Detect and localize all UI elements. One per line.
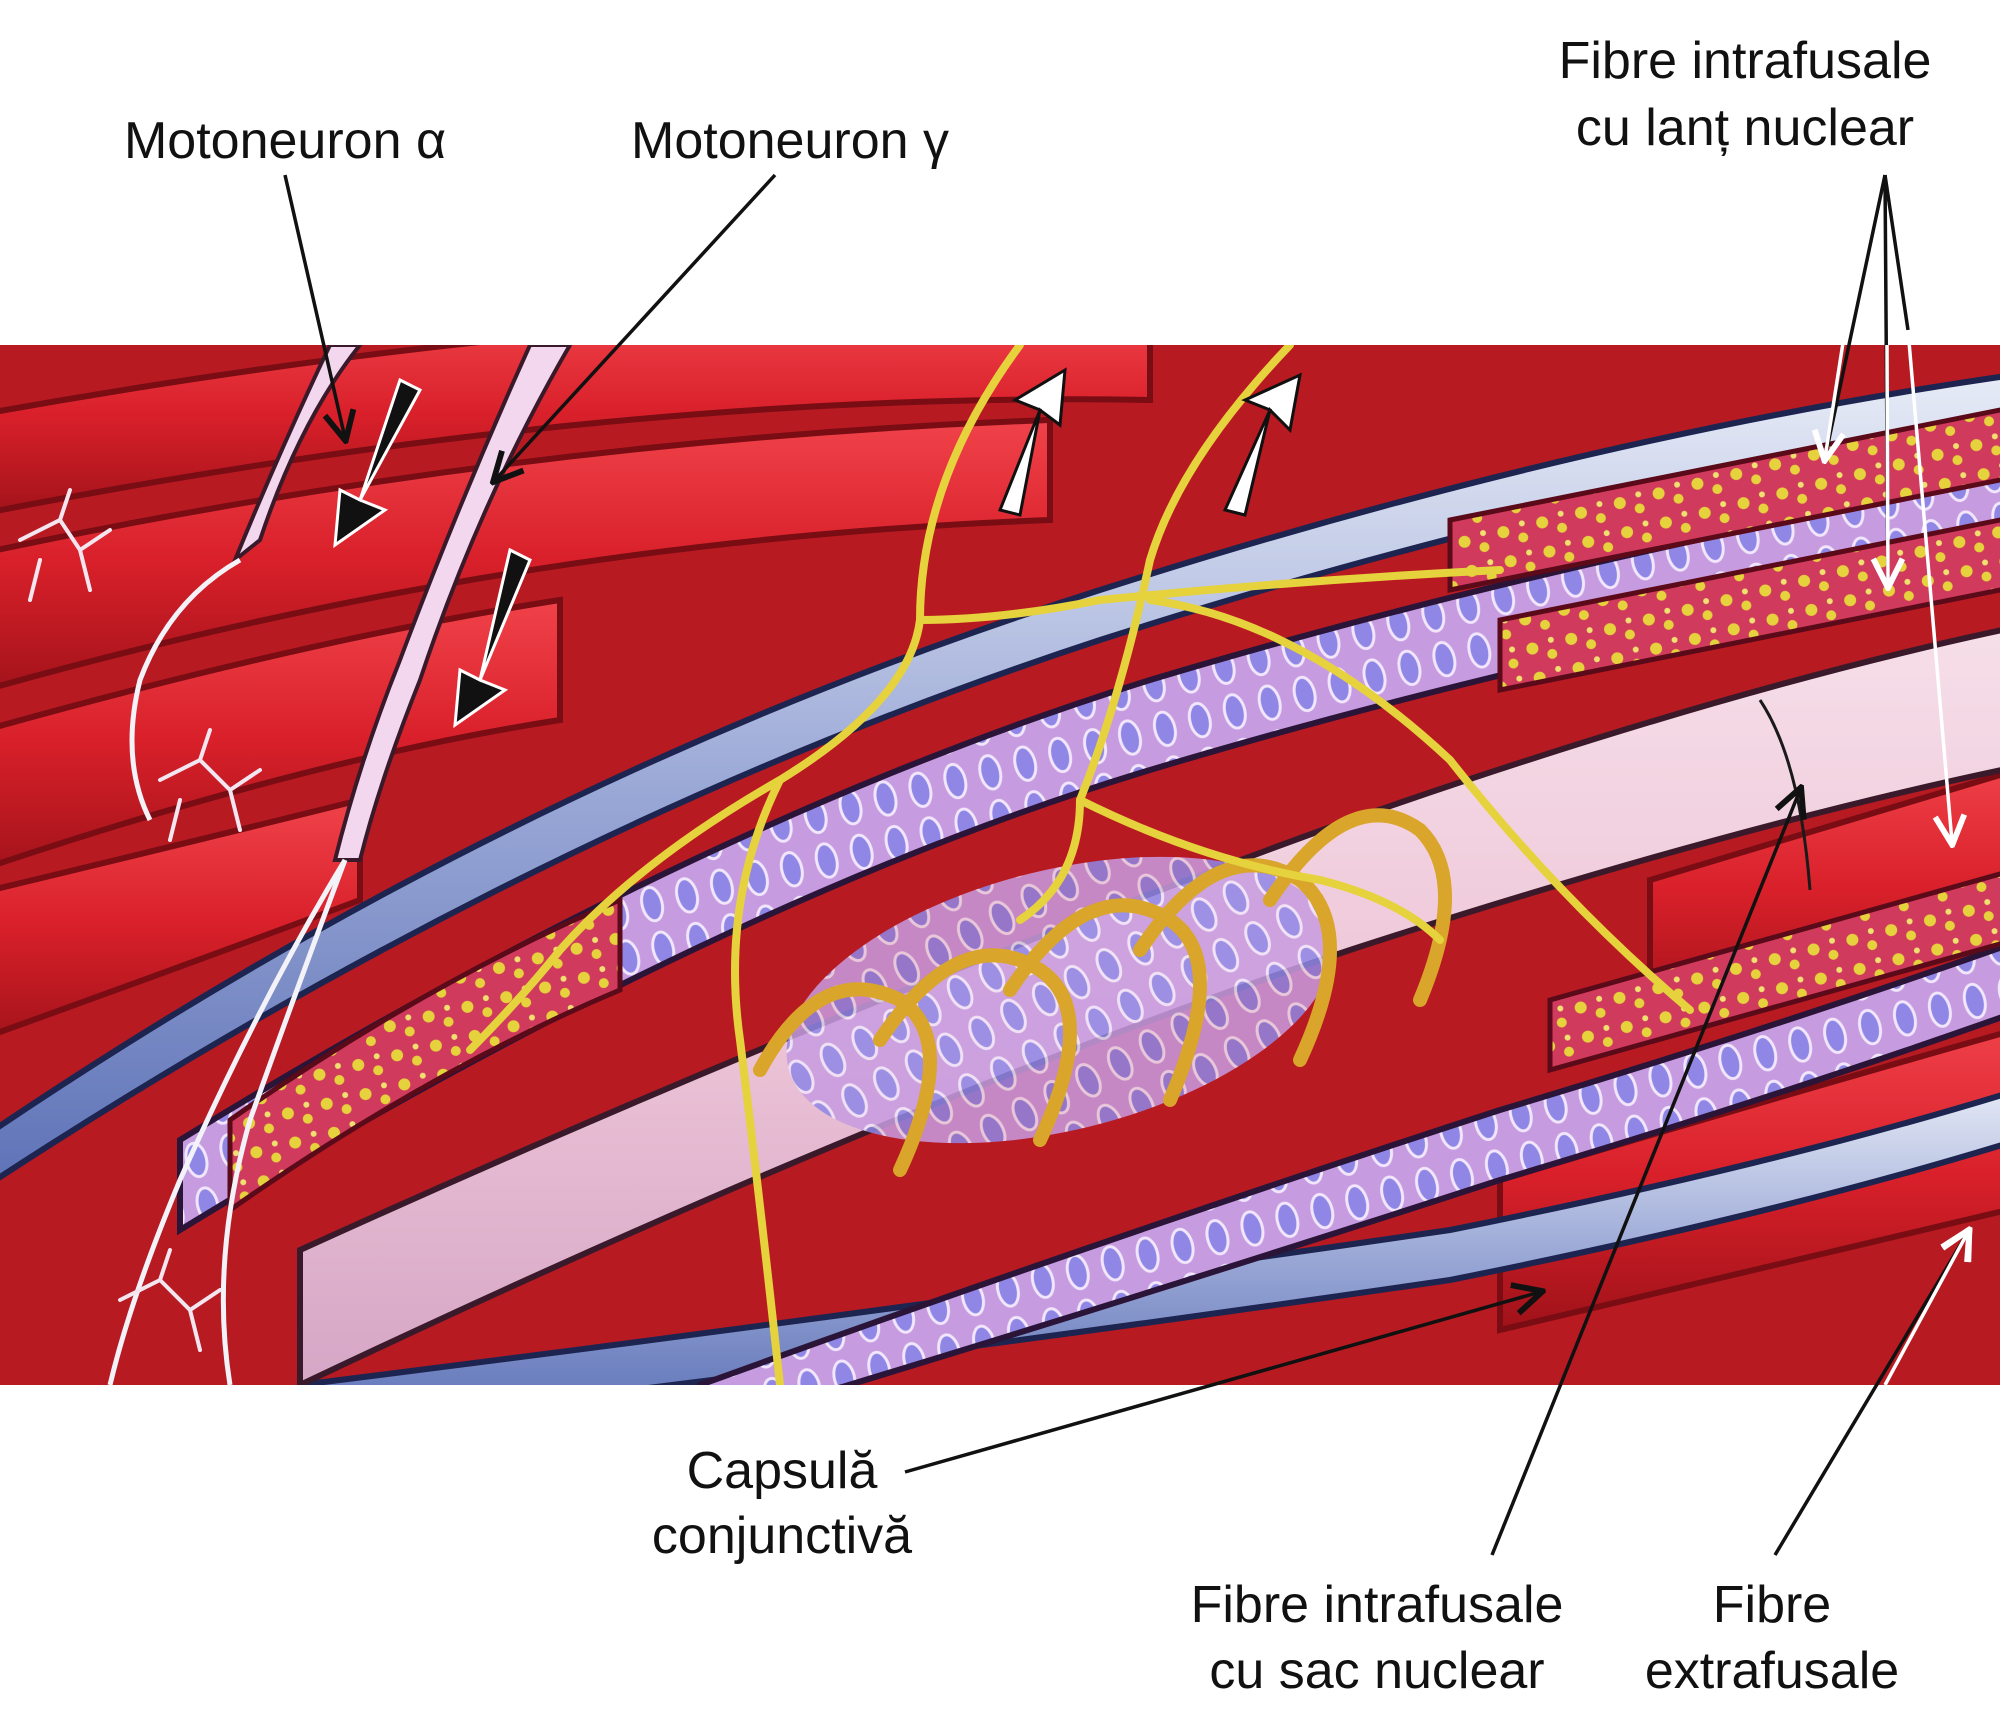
motor-axons — [107, 345, 573, 1385]
leader-lines — [283, 173, 1968, 1556]
label-chain-fibers-line1: Fibre intrafusale — [1559, 32, 1932, 90]
sensory-nerve-fibers — [466, 345, 1694, 1385]
label-gamma-motoneuron: Motoneuron γ — [631, 112, 949, 170]
chain-leader-1-white — [1825, 329, 1847, 458]
chain-leader-3-white — [1906, 329, 1952, 842]
spindle-illustration — [0, 345, 2000, 1385]
label-extrafusal-line1: Fibre — [1713, 1576, 1831, 1634]
extrafusal-leader — [1773, 1232, 1968, 1556]
label-bag-fibers-line2: cu sac nuclear — [1209, 1642, 1544, 1700]
chain-leader-3 — [1883, 174, 1910, 331]
polar-regions — [227, 407, 2000, 1215]
extrafusal-leader-white — [1883, 1232, 1968, 1386]
motor-end-plates — [18, 488, 262, 1352]
chain-leader-2-white — [1887, 344, 1888, 585]
label-capsule-line1: Capsulă — [687, 1442, 878, 1500]
capsule-leader — [904, 1292, 1540, 1474]
label-capsule-line2: conjunctivă — [652, 1507, 912, 1565]
alpha-leader — [283, 174, 345, 438]
label-bag-fibers-line1: Fibre intrafusale — [1191, 1576, 1564, 1634]
labels: Motoneuron α Motoneuron γ Fibre intrafus… — [124, 32, 1931, 1700]
direction-arrows — [333, 367, 1302, 729]
label-chain-fibers-line2: cu lanț nuclear — [1576, 99, 1914, 157]
bag-leader — [1490, 790, 1800, 1556]
chain-leader-1 — [1823, 174, 1887, 459]
label-alpha-motoneuron: Motoneuron α — [124, 112, 446, 170]
gamma-leader — [495, 173, 777, 480]
label-extrafusal-line2: extrafusale — [1645, 1642, 1899, 1700]
